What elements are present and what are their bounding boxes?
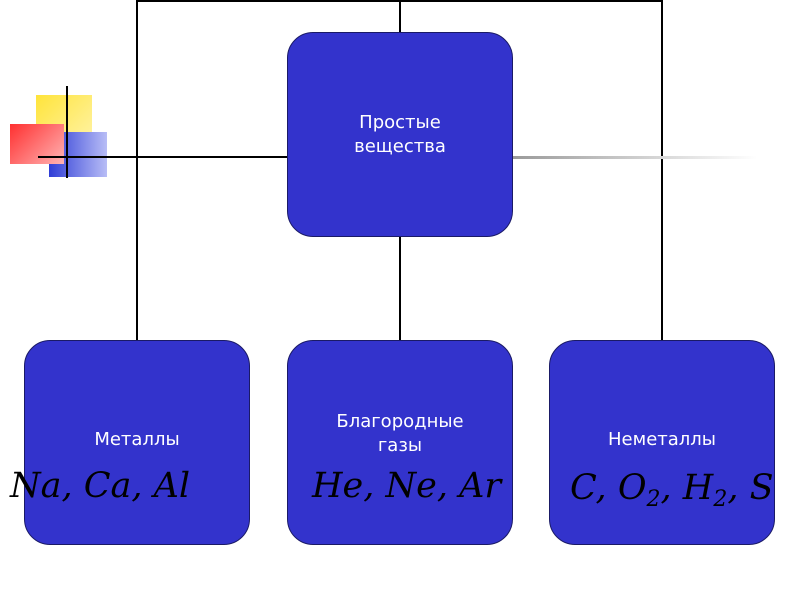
connector-left-vertical: [136, 0, 138, 340]
formula-noble-gases: He, Ne, Ar: [312, 466, 502, 506]
node-metals: Металлы: [24, 340, 250, 545]
decor-vertical-line: [66, 86, 68, 178]
connector-center-top: [399, 0, 401, 32]
node-noble-gases: Благородные газы: [287, 340, 513, 545]
connector-center-bottom: [399, 237, 401, 340]
node-simple-substances: Простые вещества: [287, 32, 513, 237]
decor-red-square: [10, 124, 64, 164]
node-metals-label: Металлы: [94, 428, 180, 450]
node-noble-gases-label: Благородные газы: [336, 410, 464, 456]
formula-metals: Na, Ca, Al: [10, 466, 191, 506]
node-nonmetals-label: Неметаллы: [608, 428, 716, 450]
node-simple-substances-label: Простые вещества: [354, 111, 446, 157]
connector-horizontal-right-fade: [512, 156, 757, 159]
connector-horizontal-left: [38, 156, 288, 158]
formula-nonmetals: C, O2, H2, S: [570, 468, 774, 512]
connector-right-vertical: [661, 0, 663, 340]
node-nonmetals: Неметаллы: [549, 340, 775, 545]
